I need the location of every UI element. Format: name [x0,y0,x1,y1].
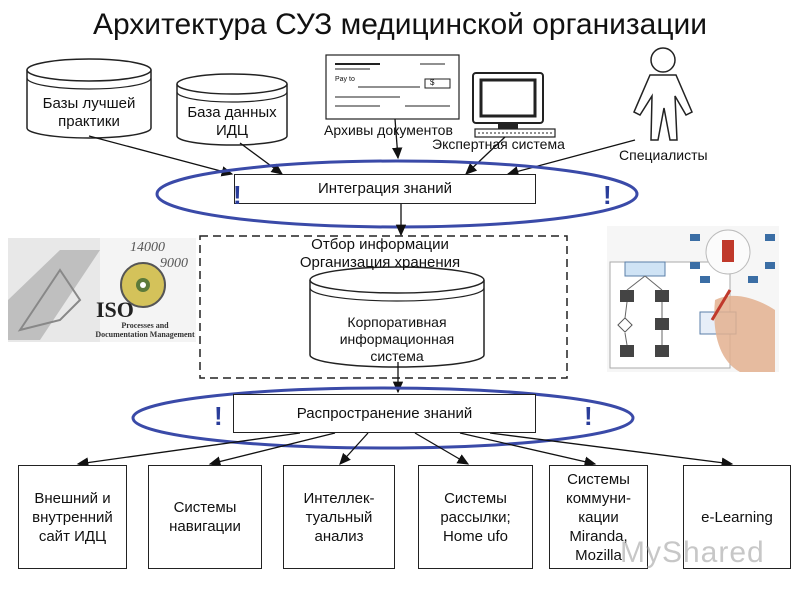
selection-line2: Организация хранения [299,254,461,271]
iso-number-14000: 14000 [130,240,165,255]
dissemination-ellipse [131,386,635,450]
best-practice-db-cylinder [26,58,152,139]
iso-caption: Processes and Documentation Management [95,321,195,339]
idc-db-label: База данных ИДЦ [187,104,277,139]
dissemination-exclamation-right: ! [584,401,593,431]
integration-exclamation-left: ! [233,180,242,210]
specialist-person-icon [633,47,693,141]
idc-db-cylinder [176,73,288,146]
output-box-website: Внешний и внутренний сайт ИДЦ [18,465,127,569]
iso-text: ISO [96,297,134,322]
iso-number-9000: 9000 [160,256,188,271]
integration-box: Интеграция знаний [234,174,536,204]
check-amount-label: $ [430,78,435,87]
corporate-system-cylinder [309,266,485,368]
dissemination-box: Распространение знаний [233,394,536,433]
watermark-logo: MyShared [620,536,765,569]
output-box-intellectual-analysis: Интеллек-туальный анализ [283,465,395,569]
network-image [607,226,779,372]
specialists-label: Специалисты [619,147,708,163]
selection-dashed-frame [199,235,568,379]
document-archives-label: Архивы документов [324,122,453,138]
document-archive-icon [325,54,460,120]
corporate-system-label: Корпоративная информационная система [339,314,455,364]
output-box-mailing: Системы рассылки; Home ufo [418,465,533,569]
output-box-elearning: e-Learning [683,465,791,569]
integration-exclamation-right: ! [603,180,612,210]
expert-system-label: Экспертная система [432,136,565,152]
iso-image [8,238,196,342]
output-box-communication: Системы коммуни-кации Miranda, Mozilla [549,465,648,569]
dissemination-exclamation-left: ! [214,401,223,431]
check-pay-to-label: Pay to [335,76,355,83]
diagram-title: Архитектура СУЗ медицинской организации [92,8,708,41]
best-practice-db-label: Базы лучшей практики [42,95,136,130]
output-box-navigation: Системы навигации [148,465,262,569]
computer-icon [472,72,556,138]
selection-line1: Отбор информации [311,236,449,253]
